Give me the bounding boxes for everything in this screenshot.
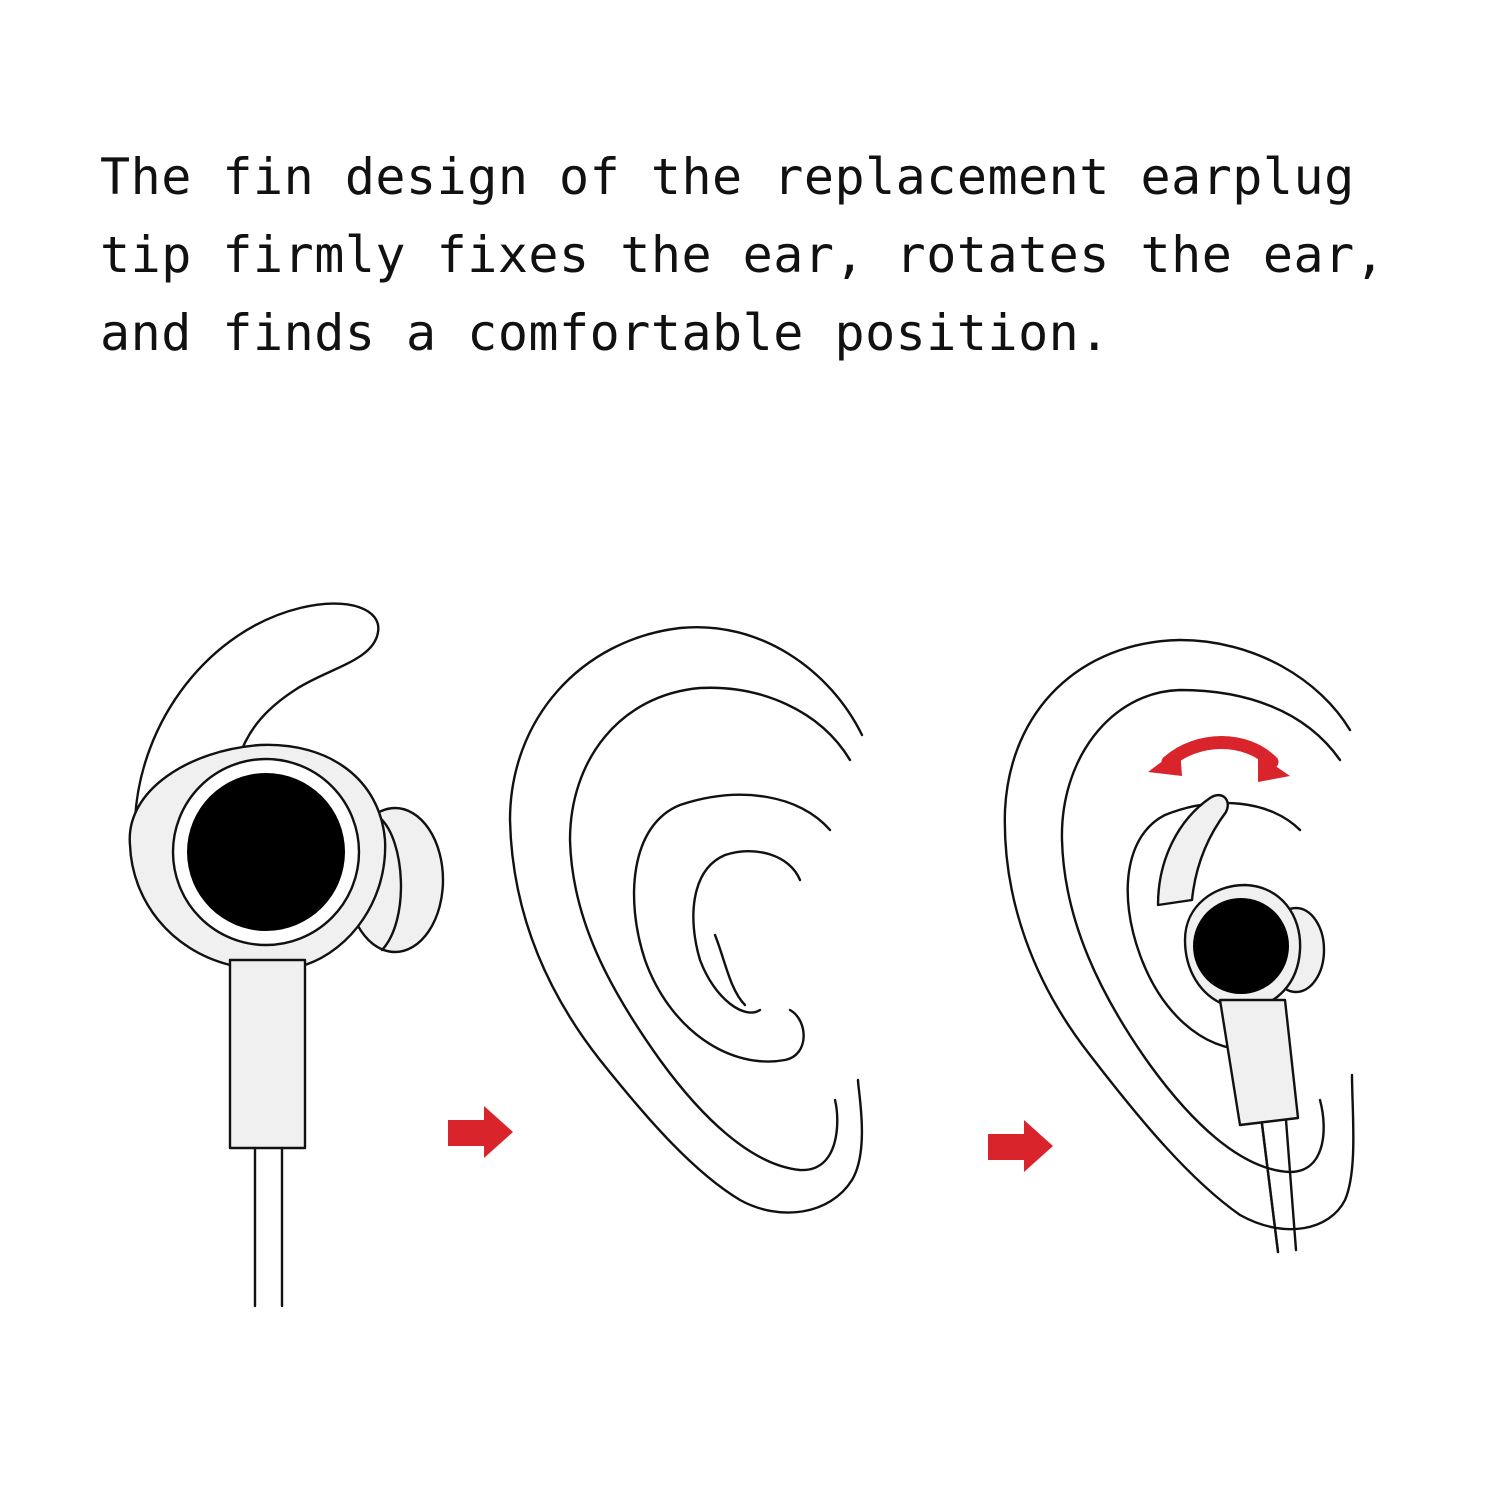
ear3-cable: [1260, 1118, 1298, 1254]
caption-line-3: and finds a comfortable position.: [100, 304, 1110, 362]
ear-antihelix: [632, 793, 832, 1063]
ear3-fin: [1156, 793, 1229, 907]
caption-line-1: The fin design of the replacement earplu…: [100, 148, 1355, 206]
ear-helix-outer: [508, 625, 864, 1214]
earbud-stem: [228, 958, 307, 1150]
ear-tragus: [713, 933, 747, 1007]
rotate-arrow-icon: [1148, 736, 1290, 782]
ear-outline-icon: [508, 625, 864, 1214]
red-arrow-2: [988, 1120, 1053, 1172]
ear-concha: [692, 850, 802, 1014]
caption-line-2: tip firmly fixes the ear, rotates the ea…: [100, 226, 1386, 284]
earbud-with-fin-icon: [128, 602, 445, 1308]
earbud-in-ear-icon: [1003, 638, 1355, 1254]
ear3-helix-outer: [1003, 638, 1355, 1231]
ear3-antihelix: [1126, 801, 1302, 1052]
driver-circle: [187, 773, 345, 931]
instruction-caption: The fin design of the replacement earplu…: [100, 138, 1420, 372]
ear-helix-inner: [568, 686, 852, 1172]
ear3-stem: [1218, 998, 1300, 1127]
earbud-cable: [253, 1146, 284, 1308]
ear3-driver: [1193, 898, 1289, 994]
red-arrow-1: [448, 1106, 513, 1158]
fitting-steps-illustration: [128, 602, 1355, 1308]
